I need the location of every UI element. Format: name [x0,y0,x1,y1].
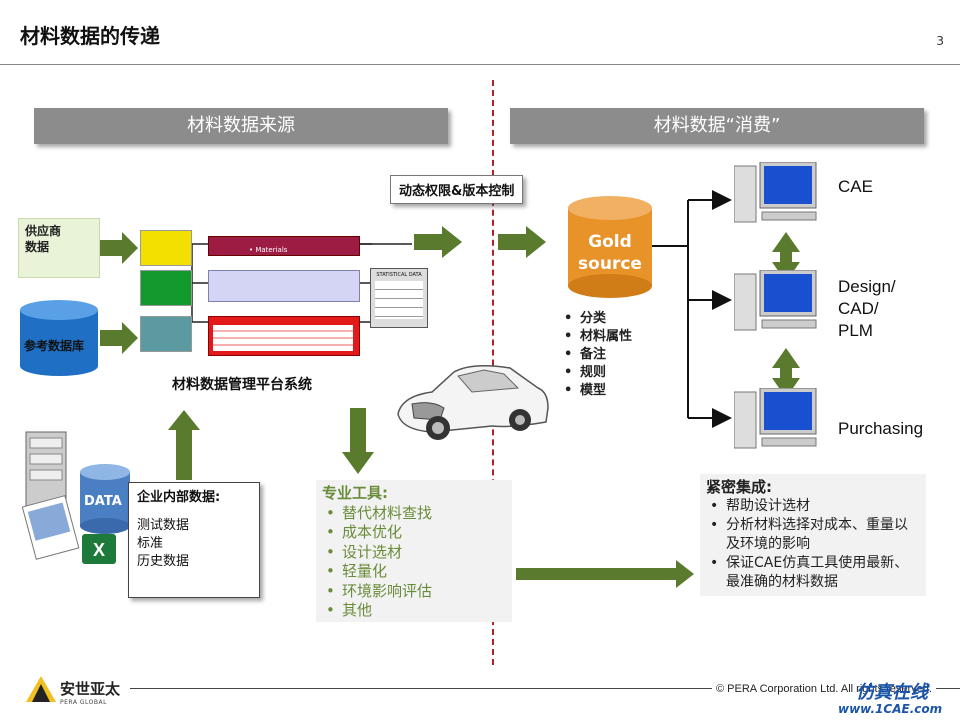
integration-item: 帮助设计选材 [706,497,920,516]
access-control-box: 动态权限&版本控制 [390,175,524,204]
logo-en: PERA GLOBAL [60,699,107,706]
arrow-to-tools [342,408,374,474]
arrow-tools-out [516,560,694,588]
integration-panel: 紧密集成: 帮助设计选材 分析材料选择对成本、重量以及环境的影响 保证CAE仿真… [700,474,926,596]
page-number: 3 [936,34,944,48]
watermark-url: www.1CAE.com [838,702,943,716]
reference-db-label: 参考数据库 [24,339,85,353]
tools-item: 替代材料查找 [322,504,506,524]
company-logo-icon [26,676,56,702]
gold-bullet: 备注 [560,346,632,364]
statistical-data-panel: STATISTICAL DATA [370,268,428,328]
arrow-internal-up [168,410,200,480]
gold-bullet: 规则 [560,364,632,382]
watermark-cn: 仿真在线 [856,682,928,703]
tools-item: 其他 [322,601,506,621]
integration-heading: 紧密集成: [706,478,772,496]
design-computer-icon [734,270,817,331]
tools-item: 设计选材 [322,543,506,563]
integration-item: 分析材料选择对成本、重量以及环境的影响 [706,516,920,554]
arrow-design-purch [772,348,800,398]
source-banner: 材料数据来源 [34,108,448,144]
gold-bullet: 分类 [560,310,632,328]
arrow-supplier [100,232,138,264]
platform-panel-lavender [208,270,360,302]
consumer-design: Design/ CAD/ PLM [838,277,896,340]
integration-item: 保证CAE仿真工具使用最新、最准确的材料数据 [706,554,920,592]
svg-text:X: X [93,540,105,560]
gold-bullet: 模型 [560,382,632,400]
tools-panel: 专业工具: 替代材料查找 成本优化 设计选材 轻量化 环境影响评估 其他 [316,480,512,622]
tools-heading: 专业工具: [322,484,388,502]
consumer-cae: CAE [838,177,873,196]
platform-label: 材料数据管理平台系统 [172,377,312,393]
gold-bullets: 分类 材料属性 备注 规则 模型 [560,310,632,400]
tools-item: 成本优化 [322,523,506,543]
source-block-teal [140,316,192,352]
internal-item: 历史数据 [137,554,190,569]
gold-line1: Gold [588,232,632,252]
arrow-refdb [100,322,138,354]
page-title: 材料数据的传递 [20,24,160,48]
internal-heading: 企业内部数据: [137,490,221,505]
platform-panel-materials: • Materials [208,236,360,256]
platform-panel-table [208,316,360,356]
consume-banner: 材料数据“消费” [510,108,924,144]
tools-item: 环境影响评估 [322,582,506,602]
statistical-tag: STATISTICAL DATA [376,272,422,278]
tools-item: 轻量化 [322,562,506,582]
supplier-label: 供应商 数据 [25,224,62,254]
gold-line2: source [578,254,642,274]
car-illustration [397,365,549,440]
source-block-yellow [140,230,192,266]
logo-cn: 安世亚太 [60,680,121,698]
company-logo: 安世亚太 PERA GLOBAL [60,678,120,706]
gold-source-label: Gold source [568,231,652,275]
gold-source-icon [568,196,652,298]
header-rule [0,64,960,65]
internal-docs-icon: X [22,431,130,564]
data-label: DATA [84,494,122,509]
internal-item: 标准 [137,536,164,551]
source-block-green [140,270,192,306]
cae-computer-icon [734,162,817,223]
arrow-to-gold [498,226,546,258]
internal-data-box: 企业内部数据: 测试数据 标准 历史数据 [128,482,260,598]
supplier-data-box: 供应商 数据 [18,218,100,278]
arrow-platform-out [414,226,462,258]
internal-item: 测试数据 [137,518,190,533]
materials-tag: • Materials [249,246,288,254]
purchasing-computer-icon [734,388,817,449]
gold-bullet: 材料属性 [560,328,632,346]
copyright: © PERA Corporation Ltd. All rights reser… [712,683,936,695]
footer-rule [130,688,960,689]
consumer-purchasing: Purchasing [838,419,924,438]
reference-db-icon [20,300,98,376]
